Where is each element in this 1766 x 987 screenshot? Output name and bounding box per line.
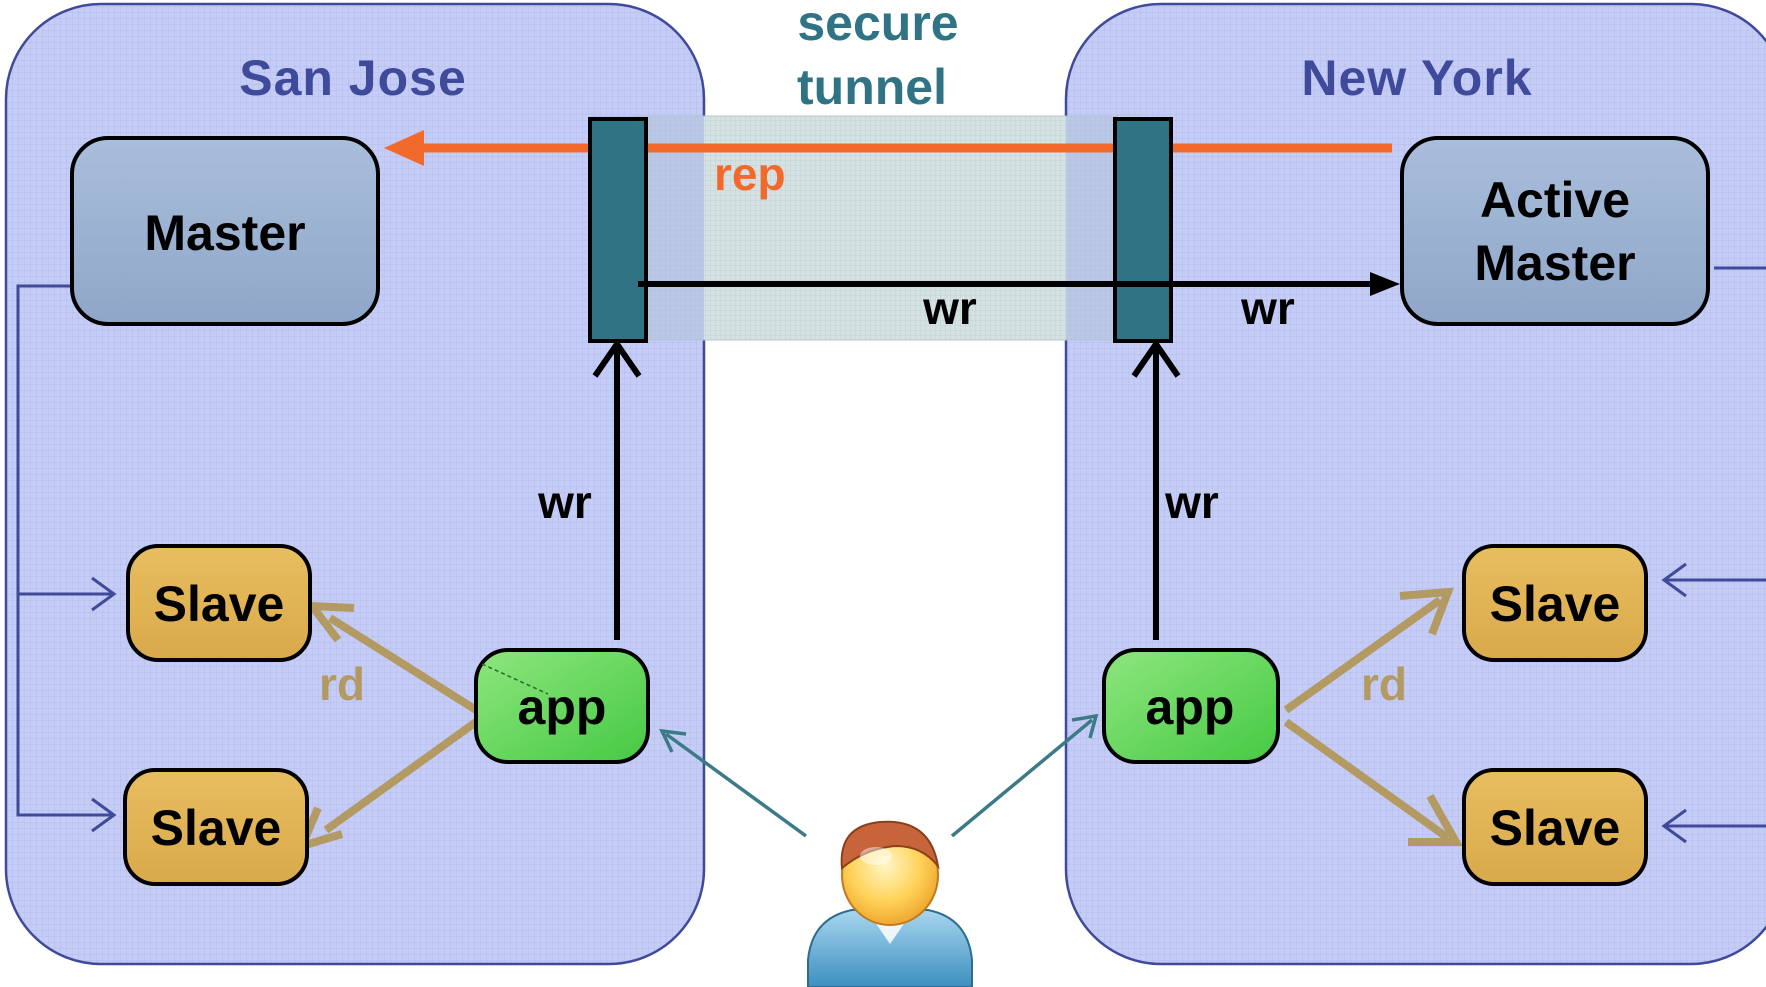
wr-label-right-master: wr	[1240, 282, 1295, 334]
wr-arrow-cross: wr wr	[638, 272, 1400, 334]
rep-label: rep	[714, 148, 786, 200]
master-node-left: Master	[70, 136, 380, 326]
gateway-left	[588, 117, 648, 343]
feed-lines-right	[1661, 266, 1766, 844]
slave-label: Slave	[151, 800, 282, 856]
gateway-right	[1113, 117, 1173, 343]
app-node-left: app	[474, 648, 650, 764]
wr-label-tunnel: wr	[922, 282, 977, 334]
app-label-right: app	[1146, 679, 1235, 735]
slave-node: Slave	[123, 768, 309, 886]
wr-arrow-right: wr	[1131, 338, 1219, 640]
slave-node: Slave	[126, 544, 312, 662]
slave-node: Slave	[1462, 768, 1648, 886]
app-node-right: app	[1102, 648, 1280, 764]
rd-arrows-left	[295, 601, 479, 853]
rep-arrow: rep	[384, 130, 1392, 200]
region-title-right: New York	[1301, 50, 1532, 106]
rd-arrows-right	[1283, 587, 1463, 846]
active-master-node: Active Master	[1400, 136, 1710, 326]
client-arrows	[659, 713, 1099, 838]
rd-label-right: rd	[1361, 658, 1407, 710]
app-label-left: app	[518, 679, 607, 735]
slave-label: Slave	[1490, 800, 1621, 856]
active-master-label-line2: Master	[1474, 235, 1635, 291]
rd-label-left: rd	[319, 658, 365, 710]
tunnel-title-line2: tunnel	[797, 59, 947, 115]
wr-label-right: wr	[1164, 476, 1219, 528]
user-icon	[807, 820, 973, 987]
wr-label-left: wr	[537, 476, 592, 528]
region-title-left: San Jose	[239, 50, 467, 106]
tunnel-title-line1: secure	[797, 0, 958, 51]
feed-lines-left	[16, 284, 117, 833]
active-master-label-line1: Active	[1480, 172, 1630, 228]
slave-node: Slave	[1462, 544, 1648, 662]
slave-label: Slave	[1490, 576, 1621, 632]
wr-arrow-left: wr	[537, 338, 642, 640]
master-label-left: Master	[144, 205, 305, 261]
slave-label: Slave	[154, 576, 285, 632]
